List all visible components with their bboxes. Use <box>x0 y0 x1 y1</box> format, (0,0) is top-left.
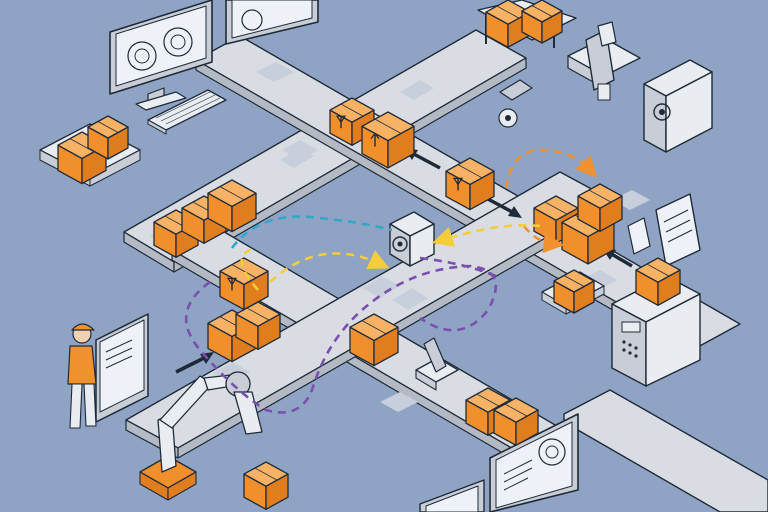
scanner-icon <box>498 79 533 128</box>
box <box>361 111 415 169</box>
safe-top-right <box>643 59 713 153</box>
this-way-up-icon <box>370 132 380 147</box>
top-left-monitor <box>109 0 213 111</box>
path-yellow-1 <box>269 250 390 283</box>
path-orange <box>504 148 597 189</box>
box <box>635 257 681 306</box>
box <box>493 397 539 446</box>
box <box>349 313 399 367</box>
path-teal <box>230 215 393 249</box>
box <box>521 0 563 44</box>
box <box>445 157 495 211</box>
fragile-glass-icon <box>335 115 347 129</box>
vault-icon <box>389 211 435 267</box>
path-yellow-3 <box>240 248 259 291</box>
path-purple <box>184 264 498 414</box>
worker <box>67 313 149 429</box>
robotic-arm-bottom <box>139 371 263 501</box>
box <box>235 301 281 350</box>
box <box>87 115 129 160</box>
keyboard <box>147 89 227 135</box>
scanner-icon <box>415 337 459 391</box>
box <box>243 461 289 510</box>
robotic-arm-top <box>567 21 641 101</box>
box <box>207 179 257 233</box>
fragile-glass-icon <box>226 277 238 291</box>
bottom-monitor-small <box>419 479 485 512</box>
path-orange-2 <box>522 225 565 254</box>
top-center-monitor <box>225 0 319 45</box>
box <box>577 183 623 232</box>
box <box>553 269 595 314</box>
bottom-right-monitor <box>489 413 579 512</box>
path-yellow-2 <box>432 223 541 247</box>
path-purple-2 <box>419 256 501 280</box>
fragile-glass-icon <box>452 177 464 191</box>
boxes <box>57 0 681 510</box>
arrow-icon <box>485 196 522 218</box>
flow-paths <box>184 148 597 414</box>
box <box>219 257 269 311</box>
